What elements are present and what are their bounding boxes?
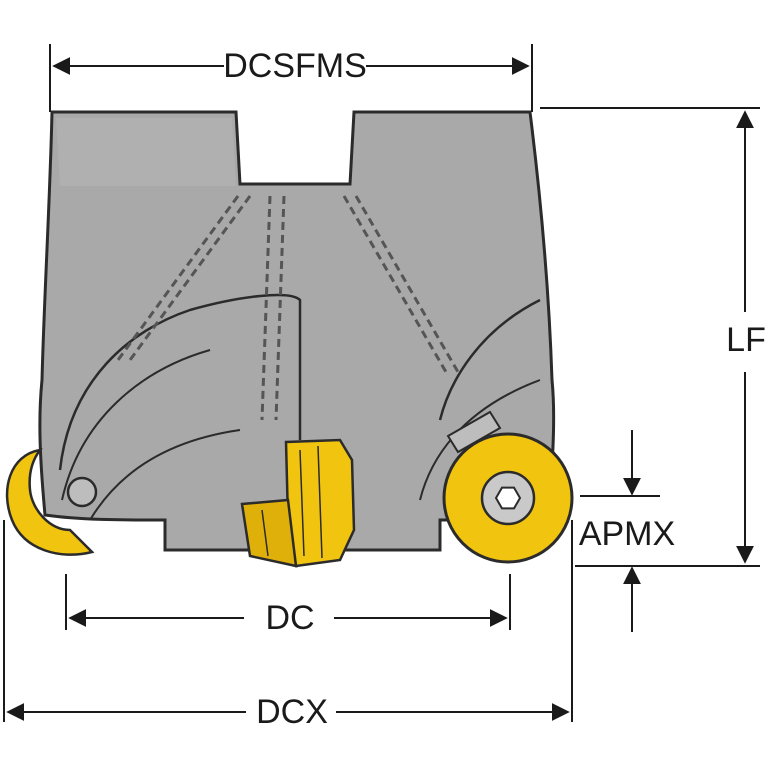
screw-hole: [66, 476, 98, 508]
dc-label: DC: [265, 599, 314, 637]
left-round-insert: [5, 448, 95, 556]
dcsfms-label: DCSFMS: [223, 47, 367, 85]
apmx-label: APMX: [579, 515, 675, 553]
dcx-label: DCX: [256, 693, 328, 731]
right-round-insert: [442, 410, 574, 564]
coolant-channels: [116, 195, 460, 421]
lf-label: LF: [726, 321, 766, 359]
hex-socket-icon: [494, 486, 522, 510]
dimension-lines: [3, 44, 760, 722]
center-insert: [240, 438, 356, 568]
cutter-body: [38, 110, 556, 552]
